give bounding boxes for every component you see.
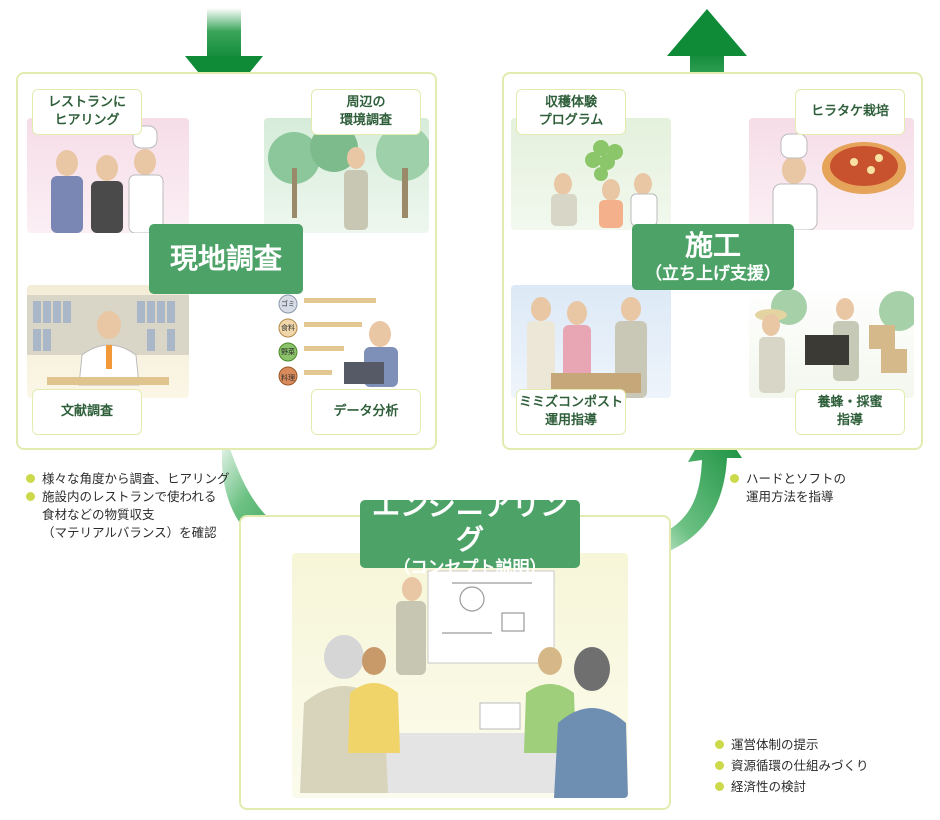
meeting-icon (300, 570, 628, 798)
tile-label-harvest: 収穫体験 プログラム (516, 89, 626, 135)
engineering-bullet-text: 運営体制の提示 (731, 737, 819, 752)
engineering-bullet: 経済性の検討 (713, 776, 913, 797)
tile-label-restaurant: レストランに ヒアリング (32, 89, 142, 135)
mushroom-cultivation-illustration (749, 118, 914, 230)
survey-bullet: 施設内のレストランで使われる 食材などの物質収支 （マテリアルバランス）を確認 (24, 488, 264, 542)
bullet-dot (715, 740, 724, 749)
chart-icon-label-2: 野菜 (281, 348, 295, 356)
chefs-icon (51, 125, 164, 233)
bullet-dot (26, 474, 35, 483)
restaurant-hearing-illustration (27, 118, 189, 233)
tile-label-environment: 周辺の 環境調査 (311, 89, 421, 135)
environment-survey-illustration (264, 118, 429, 233)
grapes-icon (551, 140, 658, 228)
tile-label-data: データ分析 (311, 389, 421, 435)
survey-bullet-text: 様々な角度から調査、ヒアリング (42, 471, 230, 486)
compost-box-icon (527, 297, 647, 398)
construction-bullet-text: ハードとソフトの 運用方法を指導 (746, 471, 847, 504)
chart-icon-label-1: 食料 (281, 324, 295, 332)
bar-chart-icon (278, 294, 398, 387)
tile-label-compost: ミミズコンポスト 運用指導 (516, 389, 626, 435)
engineering-bullet-text: 経済性の検討 (731, 779, 807, 794)
engineering-bullet-text: 資源循環の仕組みづくり (731, 758, 869, 773)
bullet-dot (715, 761, 724, 770)
concept-presentation-illustration (292, 553, 628, 798)
tile-label-mushroom: ヒラタケ栽培 (795, 89, 905, 135)
tile-label-bees: 養蜂・採蜜 指導 (795, 389, 905, 435)
survey-title: 現地調査 (149, 224, 303, 294)
survey-bullet: 様々な角度から調査、ヒアリング (24, 470, 264, 488)
engineering-bullets: 運営体制の提示 資源循環の仕組みづくり 経済性の検討 (713, 734, 913, 797)
survey-title-text: 現地調査 (169, 242, 282, 275)
harvest-program-illustration (511, 118, 671, 230)
engineering-bullet: 資源循環の仕組みづくり (713, 755, 913, 776)
engineering-bullet: 運営体制の提示 (713, 734, 913, 755)
literature-survey-illustration (27, 285, 189, 398)
tile-label-literature: 文献調査 (32, 389, 142, 435)
engineering-subtitle-text: （コンセプト説明） (393, 558, 547, 578)
bullet-dot (26, 492, 35, 501)
construction-title: 施工 （立ち上げ支援） (632, 224, 794, 290)
engineering-title-text: エンジニアリング (371, 489, 568, 556)
survey-bullet-text: 施設内のレストランで使われる 食材などの物質収支 （マテリアルバランス）を確認 (42, 489, 217, 540)
beehive-icon (755, 289, 914, 393)
chart-icon-label-3: 料理 (281, 374, 295, 382)
pizza-chef-icon (772, 133, 906, 230)
construction-bullets: ハードとソフトの 運用方法を指導 (728, 470, 928, 506)
engineering-title: エンジニアリング （コンセプト説明） (360, 489, 580, 578)
data-analysis-illustration (272, 292, 424, 396)
bullet-dot (730, 474, 739, 483)
construction-subtitle-text: （立ち上げ支援） (645, 264, 781, 284)
chart-icon-label-0: ゴミ (281, 300, 295, 308)
bullet-dot (715, 782, 724, 791)
construction-bullet: ハードとソフトの 運用方法を指導 (728, 470, 928, 506)
beekeeping-illustration (749, 285, 914, 398)
arrow-engineering-to-construction (632, 416, 742, 560)
survey-bullets: 様々な角度から調査、ヒアリング 施設内のレストランで使われる 食材などの物質収支… (24, 470, 264, 542)
bookshelf-icon (27, 295, 189, 386)
construction-title-text: 施工 (684, 229, 741, 262)
forest-icon (268, 124, 429, 230)
compost-guidance-illustration (511, 285, 671, 398)
